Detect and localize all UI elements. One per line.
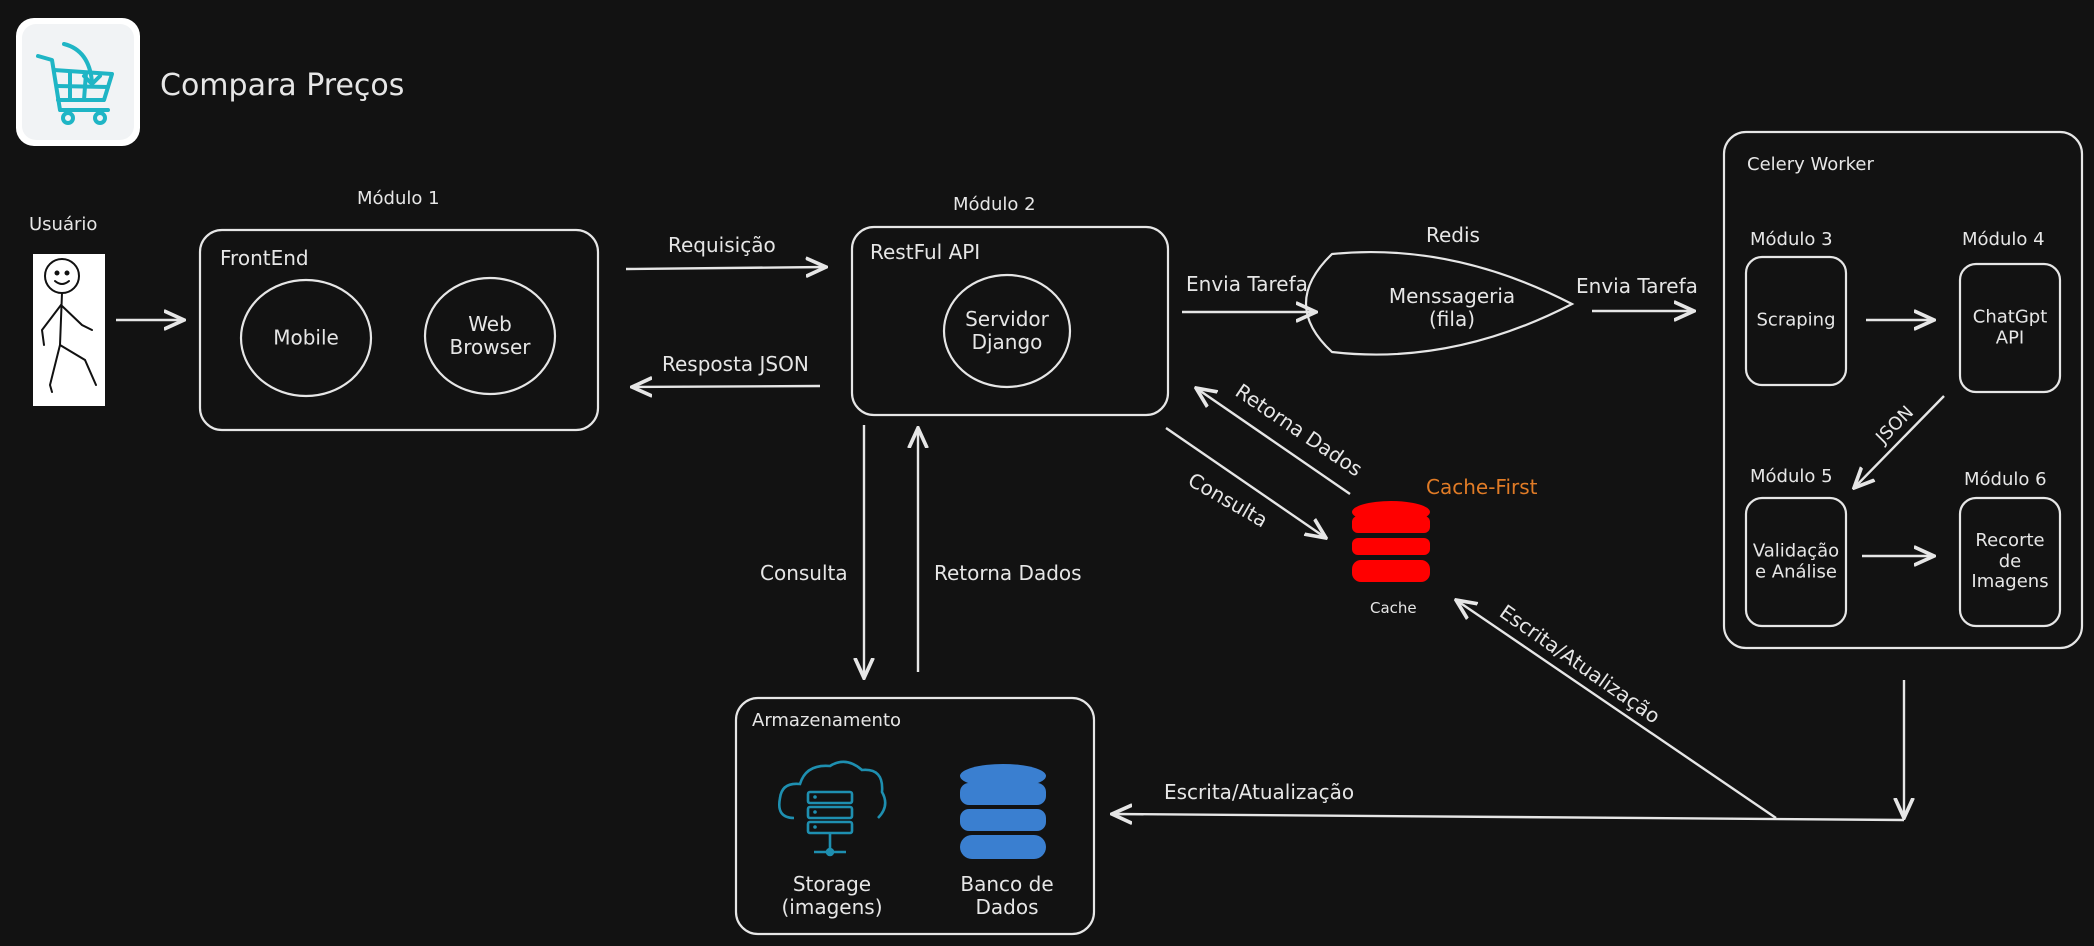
validation-label: Validação e Análise <box>1752 540 1840 582</box>
write-storage-label: Escrita/Atualização <box>1164 780 1355 804</box>
redis-queue-label: Menssageria (fila) <box>1388 284 1516 331</box>
image-crop-node <box>1958 496 2062 628</box>
json-response-arrow <box>632 386 821 387</box>
web-browser-node <box>423 276 557 396</box>
image-crop-label: Recorte de Imagens <box>1971 529 2049 593</box>
request-label: Requisição <box>668 233 776 257</box>
db-return-data-label: Retorna Dados <box>934 561 1082 585</box>
request-arrow <box>625 267 826 269</box>
scraping-node <box>1744 255 1848 387</box>
cache-first-label: Cache-First <box>1426 475 1538 499</box>
redis-label: Redis <box>1426 223 1480 247</box>
scraping-label: Scraping <box>1756 309 1836 331</box>
user-label: Usuário <box>29 214 98 235</box>
cache-label: Cache <box>1370 599 1417 617</box>
storage-box-label: Armazenamento <box>752 710 902 731</box>
json-response-label: Resposta JSON <box>662 352 809 376</box>
validation-node <box>1744 496 1848 628</box>
celery-worker-label: Celery Worker <box>1747 154 1874 175</box>
cache-database-icon <box>1352 501 1430 582</box>
storage-images-label: Storage (imagens) <box>781 872 883 919</box>
cloud-storage-icon <box>778 760 887 857</box>
mobile-node <box>239 278 373 398</box>
restful-api-label: RestFul API <box>870 240 981 264</box>
module-3-label: Módulo 3 <box>1750 229 1833 250</box>
database-icon <box>960 764 1046 859</box>
send-task-label-1: Envia Tarefa <box>1186 272 1308 296</box>
django-server-label: Servidor Django <box>965 307 1049 354</box>
storage-box <box>734 696 1096 936</box>
cache-query-arrow <box>1165 427 1326 538</box>
mobile-label: Mobile <box>273 325 339 350</box>
shopping-cart-icon <box>36 42 114 125</box>
module-5-label: Módulo 5 <box>1750 466 1833 487</box>
write-to-cache-arrow <box>1456 600 1777 819</box>
frontend-box <box>198 228 600 432</box>
module-6-label: Módulo 6 <box>1964 469 2047 490</box>
restful-api-box <box>850 225 1170 417</box>
send-task-label-2: Envia Tarefa <box>1576 274 1698 298</box>
chatgpt-api-label: ChatGpt API <box>1972 306 2048 348</box>
user-stick-figure-icon <box>33 254 105 406</box>
database-label: Banco de Dados <box>960 872 1054 919</box>
logo <box>16 18 140 146</box>
celery-worker-box <box>1722 130 2084 650</box>
db-query-label: Consulta <box>760 561 848 585</box>
chatgpt-api-node <box>1958 262 2062 394</box>
module-4-label: Módulo 4 <box>1962 229 2045 250</box>
module-2-label: Módulo 2 <box>953 194 1036 215</box>
app-title: Compara Preços <box>160 68 405 103</box>
module-1-label: Módulo 1 <box>357 188 440 209</box>
django-server-node <box>942 273 1072 389</box>
cache-return-data-arrow <box>1196 388 1351 495</box>
web-browser-label: Web Browser <box>449 312 531 359</box>
frontend-label: FrontEnd <box>220 246 309 270</box>
write-to-storage-arrow <box>1112 814 1905 820</box>
json-arrow <box>1854 395 1945 488</box>
